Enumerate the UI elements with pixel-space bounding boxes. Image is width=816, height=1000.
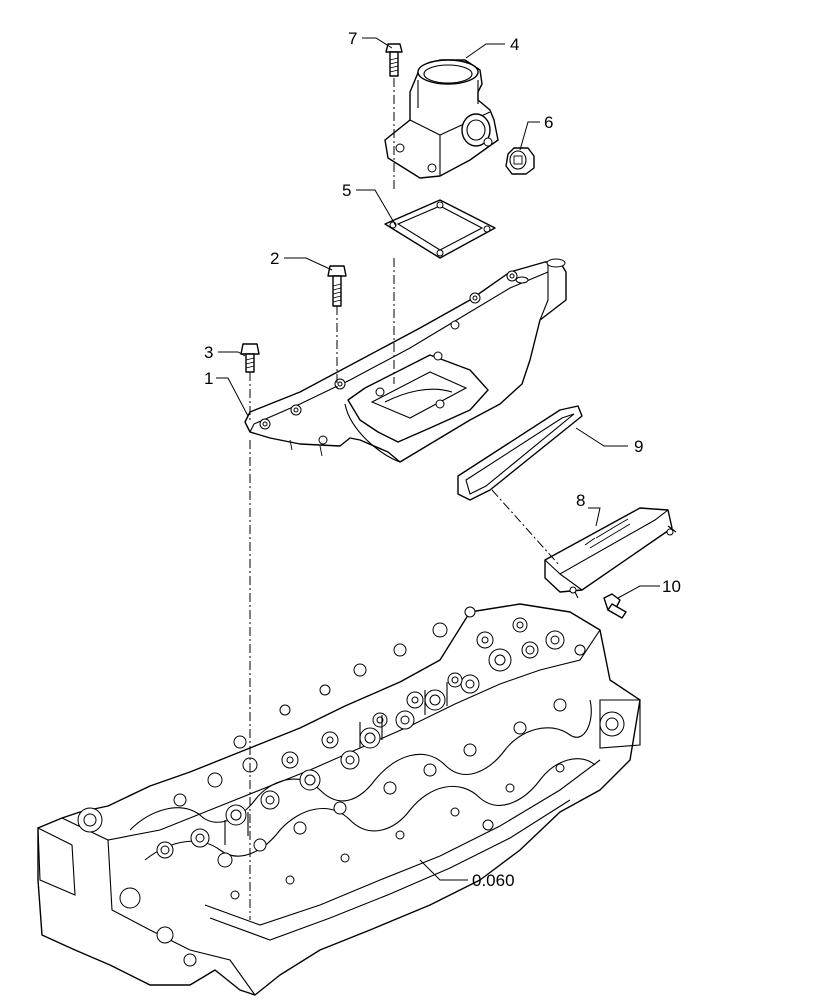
callout-6: 6 — [544, 113, 553, 132]
callout-5: 5 — [342, 181, 351, 200]
gasket — [384, 199, 496, 259]
bolt-2 — [327, 265, 347, 307]
bolt-10 — [603, 593, 627, 619]
callout-4: 4 — [510, 35, 519, 54]
callout-10: 10 — [662, 577, 681, 596]
bolt-7 — [385, 43, 403, 77]
cover-gasket — [457, 405, 583, 501]
callout-2: 2 — [270, 249, 279, 268]
cover-plate — [544, 507, 677, 599]
plug — [505, 147, 535, 175]
callout-3: 3 — [204, 343, 213, 362]
callout-labels: 7 4 6 5 2 3 1 9 8 10 0.060 — [204, 29, 681, 890]
callout-8: 8 — [576, 491, 585, 510]
callout-ref: 0.060 — [472, 871, 515, 890]
leader-lines — [216, 37, 660, 881]
callout-9: 9 — [634, 437, 643, 456]
head-ports — [156, 606, 586, 900]
bolt-3 — [240, 343, 260, 373]
callout-1: 1 — [204, 369, 213, 388]
assembly-lines — [249, 78, 561, 920]
cylinder-head — [37, 603, 641, 996]
inlet-elbow — [384, 59, 499, 179]
callout-7: 7 — [348, 29, 357, 48]
intake-manifold — [244, 258, 567, 463]
